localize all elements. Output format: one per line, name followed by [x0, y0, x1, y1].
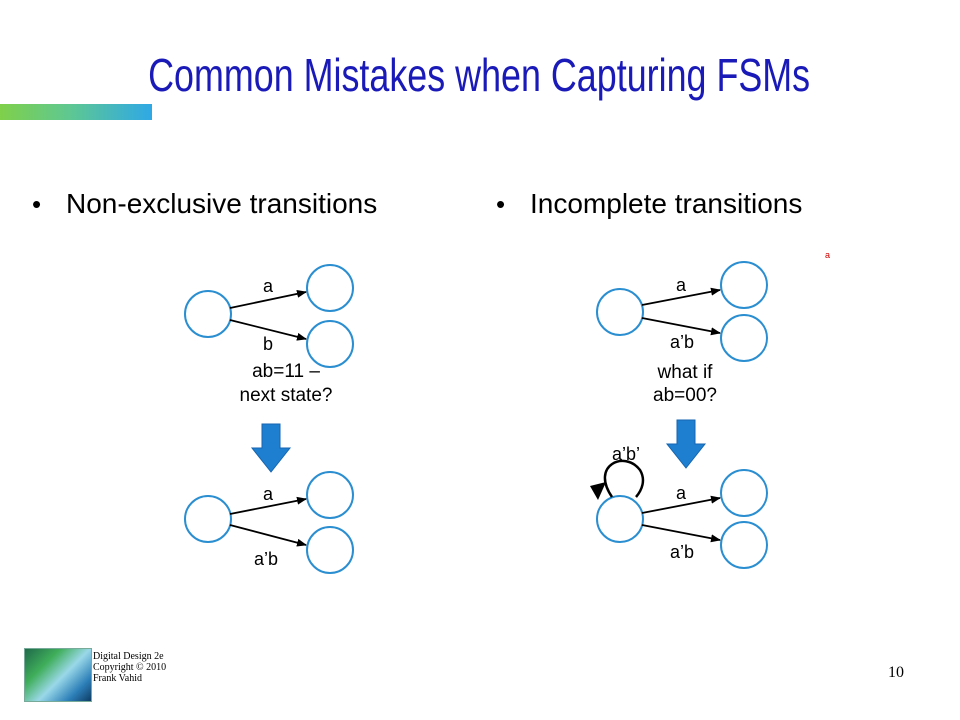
- transition-arrow: [641, 287, 721, 306]
- transition-arrow: [229, 496, 307, 515]
- transition-arrow: [229, 289, 307, 309]
- transition-arrow: [641, 495, 721, 514]
- state-circle: [306, 320, 354, 368]
- state-circle: [306, 471, 354, 519]
- state-circle: [184, 290, 232, 338]
- state-circle: [596, 288, 644, 336]
- question-text: next state?: [240, 385, 333, 406]
- state-circle: [720, 314, 768, 362]
- question-text: ab=11 –: [252, 361, 320, 382]
- state-circle: [184, 495, 232, 543]
- edge-label: a’b: [670, 542, 694, 562]
- bullet-text: Incomplete transitions: [530, 188, 803, 219]
- transition-arrow: [641, 317, 721, 336]
- edge-label: a: [263, 276, 274, 296]
- state-circle: [306, 264, 354, 312]
- edge-label: a: [263, 484, 274, 504]
- page-number: 10: [888, 664, 904, 681]
- edge-label: a: [676, 275, 687, 295]
- book-logo: [24, 648, 92, 702]
- bullet-non-exclusive: • Non-exclusive transitions: [32, 188, 377, 220]
- state-circle: [720, 521, 768, 569]
- diagram-labels: a b ab=11 – next state? a a’b a a’b what…: [240, 275, 717, 569]
- bullet-text: Non-exclusive transitions: [66, 188, 378, 219]
- self-loop-arrowhead: [590, 482, 606, 500]
- edge-label: b: [263, 334, 273, 354]
- transition-arrows: [229, 287, 721, 547]
- footer-line: Copyright © 2010: [93, 662, 167, 673]
- question-text: ab=00?: [653, 385, 717, 406]
- title-accent-bar: [0, 104, 152, 120]
- state-circle: [596, 495, 644, 543]
- down-arrows: [250, 419, 707, 473]
- down-arrow: [665, 419, 707, 469]
- edge-label: a’b: [254, 549, 278, 569]
- footer-line: Digital Design 2e: [93, 651, 164, 662]
- slide-title: Common Mistakes when Capturing FSMs: [148, 49, 811, 101]
- bullet-marker: •: [32, 189, 42, 219]
- transition-arrow: [229, 319, 307, 341]
- down-arrow: [250, 423, 292, 473]
- transition-arrow: [641, 524, 721, 543]
- state-circles: [184, 261, 768, 574]
- transition-arrow: [229, 524, 307, 547]
- state-circle: [720, 261, 768, 309]
- footer-line: Frank Vahid: [93, 673, 142, 684]
- edge-label: a’b: [670, 332, 694, 352]
- bullet-incomplete: • Incomplete transitions: [496, 188, 802, 220]
- edge-label: a: [676, 483, 687, 503]
- self-loop-arrow: [603, 459, 645, 498]
- stray-mark: a: [825, 250, 831, 260]
- state-circle: [720, 469, 768, 517]
- question-text: what if: [657, 362, 714, 383]
- state-circle: [306, 526, 354, 574]
- footer-credits: Digital Design 2e Copyright © 2010 Frank…: [93, 651, 166, 684]
- bullet-marker: •: [496, 189, 506, 219]
- self-loop-label: a’b’: [612, 444, 640, 464]
